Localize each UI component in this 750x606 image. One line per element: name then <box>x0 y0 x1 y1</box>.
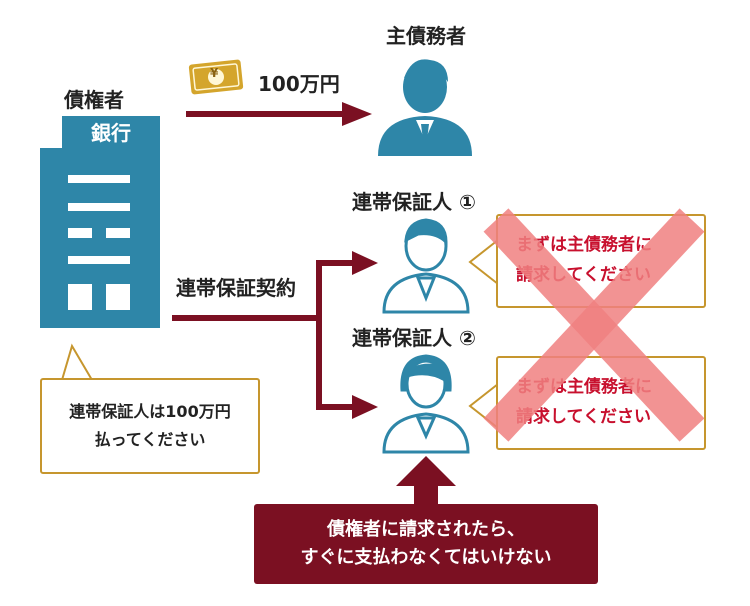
bank-label: 銀行 <box>91 121 131 145</box>
arrow-to-guarantor1-head <box>352 251 378 275</box>
guarantor1-reply-line1: まずは主債務者に <box>516 235 652 255</box>
reply1-bubble-tail <box>468 237 499 287</box>
guarantor1-title: 連帯保証人 ① <box>352 190 476 214</box>
conclusion-banner: 債権者に請求されたら、 すぐに支払わなくてはいけない <box>254 504 598 584</box>
bank-demand-bubble: 連帯保証人は100万円 払ってください <box>40 378 260 474</box>
bank-bubble-tail <box>60 343 94 381</box>
arrow-to-guarantor2-shaft <box>316 404 354 410</box>
creditor-title: 債権者 <box>64 88 124 112</box>
bank-building-icon <box>40 116 160 328</box>
arrow-to-debtor-head <box>342 102 372 126</box>
arrow-to-guarantor2-head <box>352 395 378 419</box>
bank-demand-line1: 連帯保証人は100万円 <box>69 402 231 421</box>
conclusion-line1: 債権者に請求されたら、 <box>327 519 525 540</box>
up-arrow-head <box>396 456 456 486</box>
principal-debtor-title: 主債務者 <box>386 24 466 48</box>
bank-demand-line2: 払ってください <box>94 430 206 449</box>
guarantor1-reply-bubble: まずは主債務者に 請求してください <box>496 214 706 308</box>
guarantor2-reply-line1: まずは主債務者に <box>516 377 652 397</box>
contract-label: 連帯保証契約 <box>176 276 296 300</box>
money-icon <box>188 59 244 95</box>
guarantor1-icon <box>382 218 470 314</box>
guarantor2-title: 連帯保証人 ② <box>352 326 476 350</box>
principal-debtor-icon <box>378 59 472 156</box>
guarantor2-reply-line2: 請求してください <box>516 407 651 427</box>
up-arrow-shaft <box>414 484 438 506</box>
arrow-to-debtor <box>186 111 344 117</box>
payment-amount: 100万円 <box>258 72 340 96</box>
conclusion-line2: すぐに支払わなくてはいけない <box>300 547 552 568</box>
reply2-bubble-tail <box>468 381 499 431</box>
contract-line <box>172 315 322 321</box>
guarantor2-icon <box>382 354 470 454</box>
contract-branch-vertical <box>316 260 322 410</box>
guarantor1-reply-line2: 請求してください <box>516 265 651 285</box>
guarantor2-reply-bubble: まずは主債務者に 請求してください <box>496 356 706 450</box>
yen-symbol: ¥ <box>210 66 219 80</box>
arrows <box>172 102 456 506</box>
arrow-to-guarantor1-shaft <box>316 260 354 266</box>
